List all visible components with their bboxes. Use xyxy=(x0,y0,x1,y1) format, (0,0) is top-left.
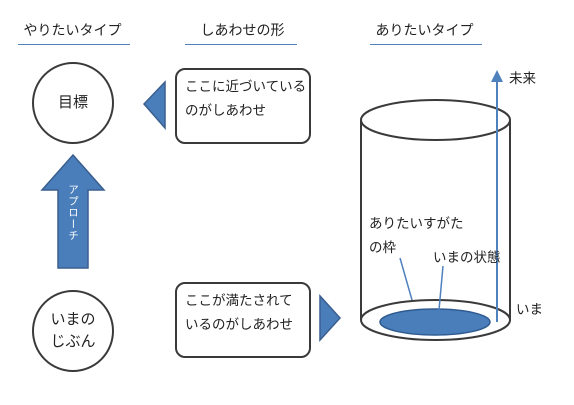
pointer-triangle-right xyxy=(319,294,342,342)
header-want-type: やりたいタイプ xyxy=(23,23,122,39)
happiness-approach-line1: ここに近づいている xyxy=(185,79,307,95)
header-underline-left xyxy=(18,44,130,45)
ideal-frame-line2: の枠 xyxy=(369,239,396,256)
current-self-label-line1: いまの xyxy=(50,310,96,329)
current-state-ellipse xyxy=(379,308,491,336)
cylinder xyxy=(360,99,511,341)
header-underline-right xyxy=(370,44,482,45)
current-self-label-line2: じぶん xyxy=(50,332,96,350)
happiness-fulfilled-line2: いるのがしあわせ xyxy=(185,316,293,333)
current-self-circle: いまの じぶん xyxy=(32,290,114,372)
header-happiness-form: しあわせの形 xyxy=(200,23,285,39)
header-underline-middle xyxy=(185,44,297,45)
ideal-frame-leader xyxy=(399,257,413,301)
now-label: いま xyxy=(516,302,543,318)
approach-arrow xyxy=(40,153,106,269)
happiness-approach-line2: のがしあわせ xyxy=(185,102,266,119)
ideal-frame-line1: ありたいすがた xyxy=(369,216,464,232)
happiness-approach-box: ここに近づいている のがしあわせ xyxy=(175,68,311,144)
happiness-fulfilled-line1: ここが満たされて xyxy=(185,293,293,309)
current-state-leader xyxy=(438,265,444,311)
ideal-frame-label: ありたいすがた の枠 xyxy=(369,213,464,260)
future-arrow-head xyxy=(491,70,503,82)
goal-circle-label: 目標 xyxy=(57,93,88,112)
goal-circle: 目標 xyxy=(32,62,114,144)
pointer-triangle-left xyxy=(142,80,166,130)
happiness-fulfilled-box: ここが満たされて いるのがしあわせ xyxy=(175,282,311,358)
future-label: 未来 xyxy=(509,71,536,87)
approach-arrow-label: アプローチ xyxy=(67,184,79,242)
current-state-label: いまの状態 xyxy=(433,250,501,266)
header-be-type: ありたいタイプ xyxy=(375,23,474,39)
